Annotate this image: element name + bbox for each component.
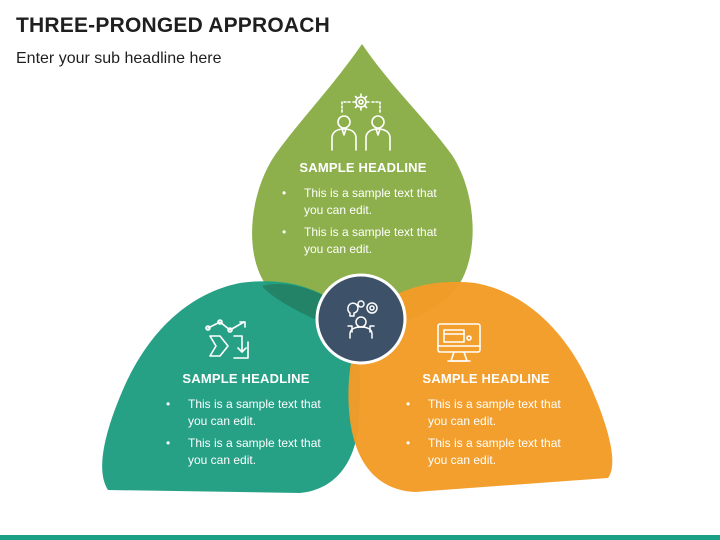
right-bullet-1: This is a sample text that you can edit.	[406, 396, 568, 430]
right-headline: SAMPLE HEADLINE	[422, 371, 550, 386]
top-bullet-2: This is a sample text that you can edit.	[282, 224, 446, 258]
left-bullet-2: This is a sample text that you can edit.	[166, 435, 328, 469]
bottom-accent-bar	[0, 535, 720, 540]
right-bullets: This is a sample text that you can edit.…	[404, 396, 568, 469]
team-gear-icon	[331, 93, 391, 151]
monitor-icon	[437, 323, 481, 362]
left-bullets: This is a sample text that you can edit.…	[164, 396, 328, 469]
top-bullets: This is a sample text that you can edit.…	[280, 185, 446, 258]
left-block: SAMPLE HEADLINE This is a sample text th…	[164, 371, 328, 474]
top-block: SAMPLE HEADLINE This is a sample text th…	[280, 160, 446, 263]
right-bullet-2: This is a sample text that you can edit.	[406, 435, 568, 469]
center-circle	[315, 273, 407, 365]
left-bullet-1: This is a sample text that you can edit.	[166, 396, 328, 430]
strategy-arrows-icon	[205, 319, 249, 359]
left-headline: SAMPLE HEADLINE	[182, 371, 310, 386]
page-title: THREE-PRONGED APPROACH	[16, 14, 330, 37]
top-headline: SAMPLE HEADLINE	[299, 160, 427, 175]
page-subtitle: Enter your sub headline here	[16, 50, 222, 67]
idea-person-icon	[347, 300, 378, 339]
right-block: SAMPLE HEADLINE This is a sample text th…	[404, 371, 568, 474]
top-bullet-1: This is a sample text that you can edit.	[282, 185, 446, 219]
